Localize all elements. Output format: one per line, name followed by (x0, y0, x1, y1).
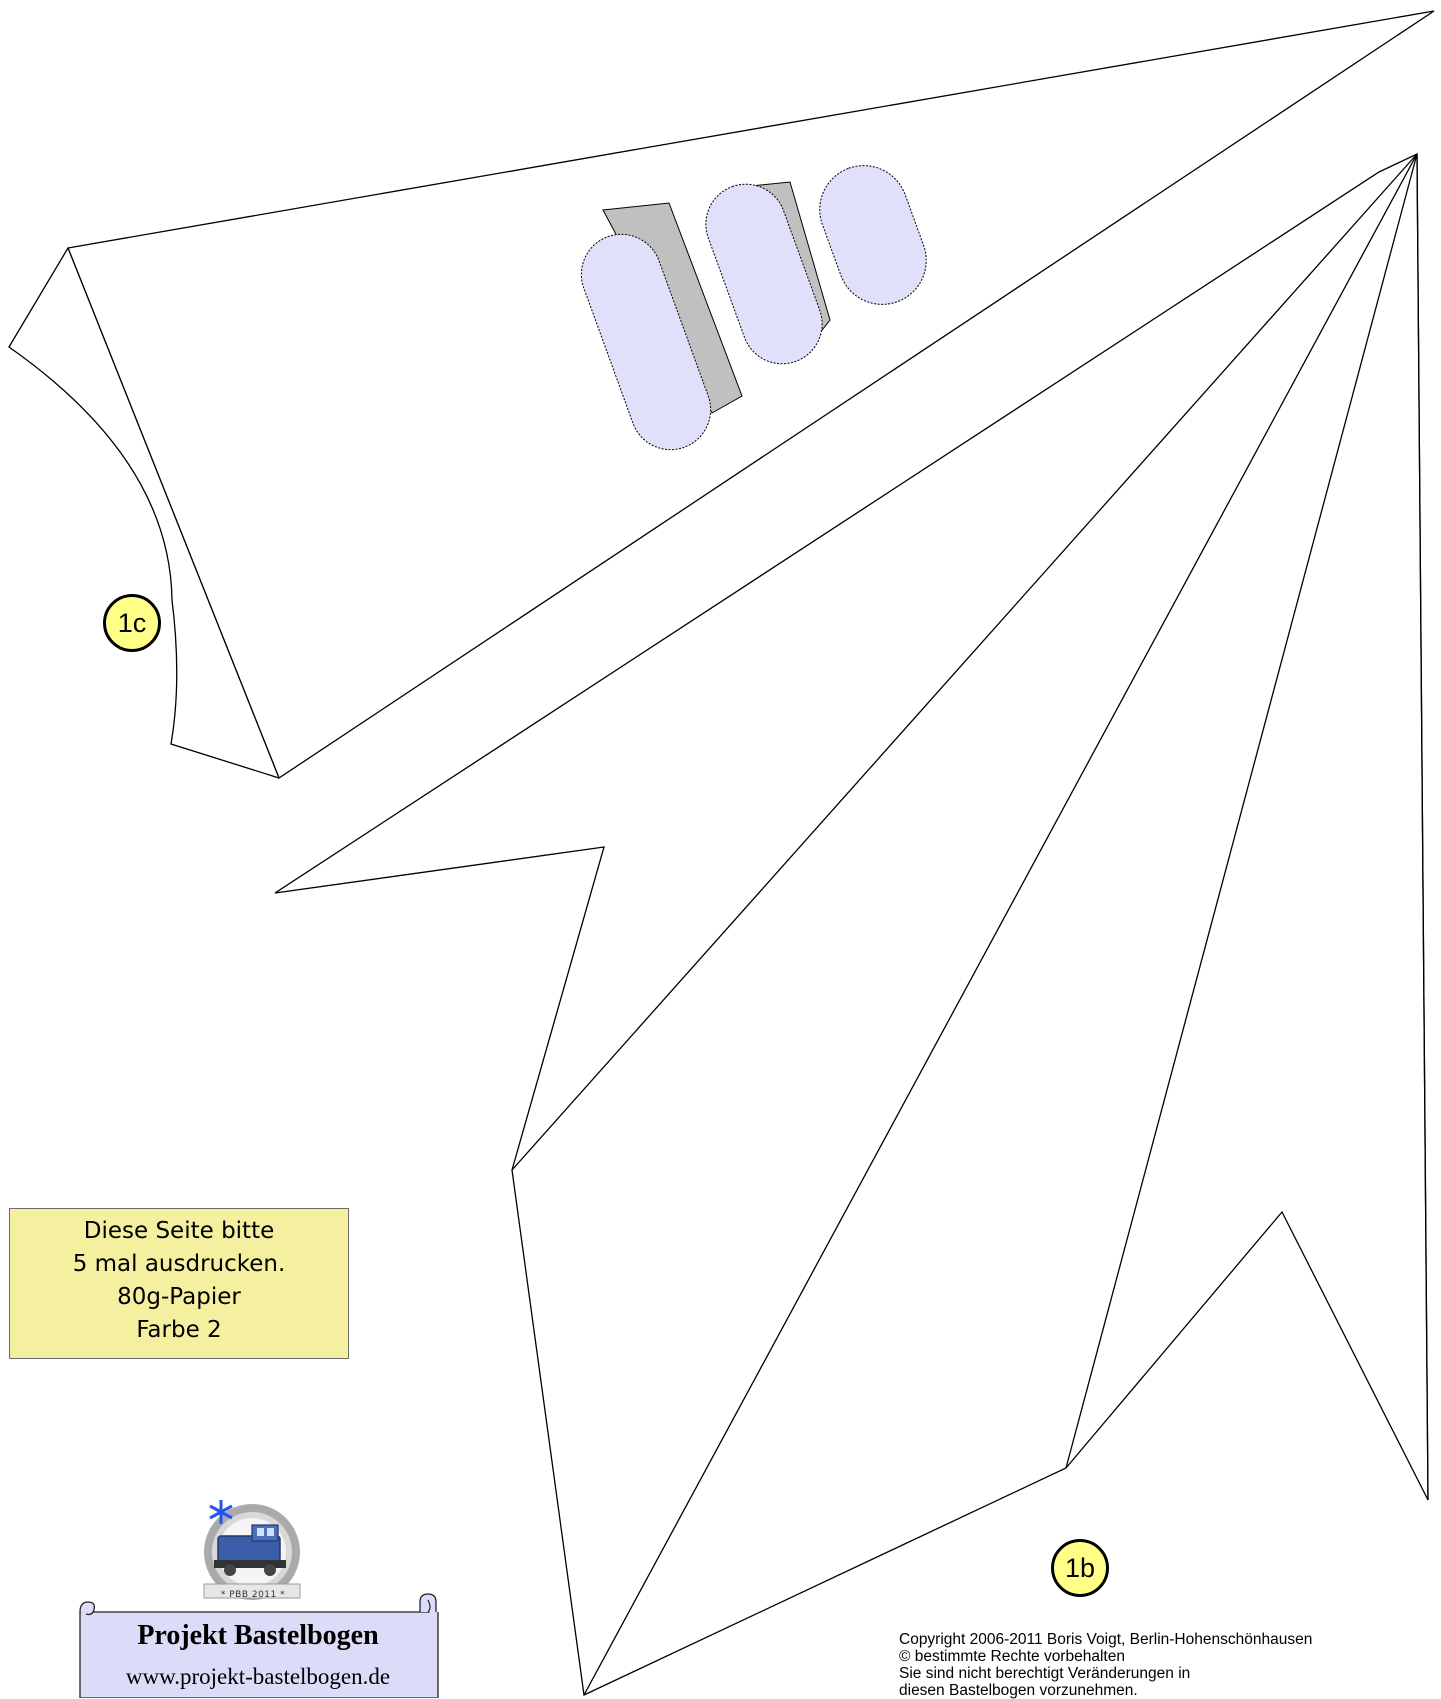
print-note-line: Diese Seite bitte (83, 1218, 275, 1244)
part-label-1b: 1b (1051, 1539, 1109, 1597)
glue-flap-curved (8, 247, 280, 779)
logo-badge-text: * PBB 2011 * (220, 1590, 286, 1600)
print-note-line: 80g-Papier (117, 1284, 241, 1310)
print-note-line: Farbe 2 (136, 1317, 222, 1343)
snowflake-icon (209, 1500, 233, 1524)
window-medium (705, 181, 831, 365)
copyright-line: © bestimmte Rechte vorbehalten (899, 1648, 1125, 1665)
copyright-line: Copyright 2006-2011 Boris Voigt, Berlin-… (899, 1631, 1313, 1648)
part-label-1b-text: 1b (1064, 1552, 1096, 1583)
print-note: Diese Seite bitte 5 mal ausdrucken. 80g-… (9, 1208, 349, 1359)
logo-url: www.projekt-bastelbogen.de (125, 1664, 391, 1689)
logo-badge (203, 1500, 301, 1600)
scroll-banner (79, 1593, 439, 1698)
logo-title: Projekt Bastelbogen (137, 1620, 379, 1651)
fold-line (67, 247, 280, 779)
print-note-line: 5 mal ausdrucken. (72, 1251, 286, 1277)
copyright-line: diesen Bastelbogen vorzunehmen. (899, 1682, 1138, 1699)
copyright-notice: Copyright 2006-2011 Boris Voigt, Berlin-… (899, 1631, 1419, 1699)
part-label-1c-text: 1c (117, 607, 147, 638)
fold-lines-lower (511, 153, 1429, 1696)
part-label-1c: 1c (103, 594, 161, 652)
copyright-line: Sie sind nicht berechtigt Veränderungen … (899, 1665, 1191, 1682)
